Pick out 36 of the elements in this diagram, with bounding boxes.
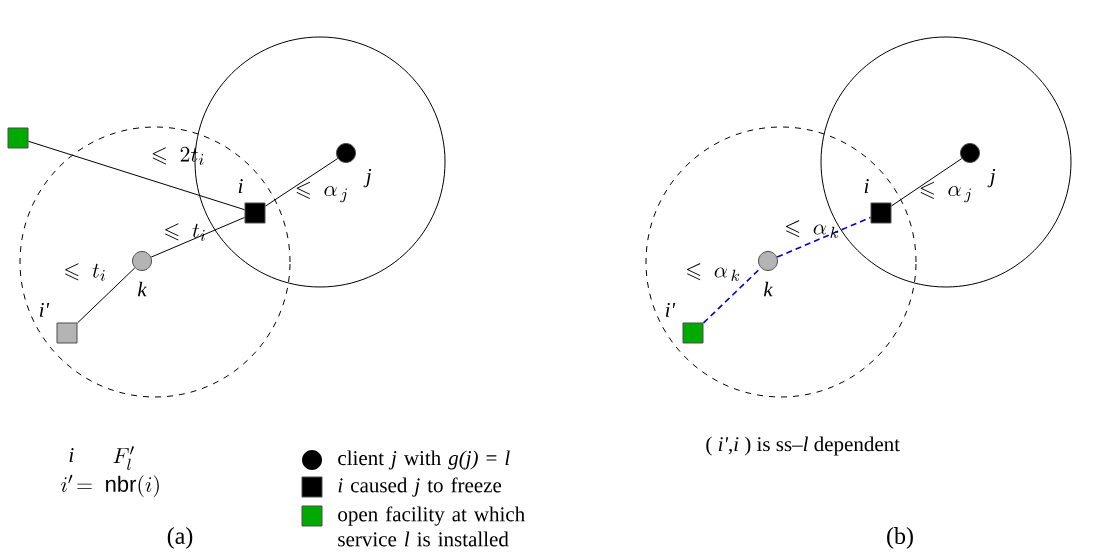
- legend-text: client j with g(j) = l: [338, 450, 510, 470]
- edge-label: $\leqslant\ \alpha_{\,j}$: [296, 181, 347, 203]
- node-label: j: [363, 168, 372, 188]
- connector-line: [776, 216, 872, 258]
- node-label: i: [238, 179, 243, 193]
- connector-line: [702, 267, 762, 324]
- node-label: i: [864, 179, 869, 193]
- facility-square: [7, 127, 29, 149]
- connector-line: [891, 158, 963, 207]
- edge-label: $\leqslant\ \alpha_{\,k}$: [785, 220, 839, 238]
- node-label: i': [39, 302, 50, 317]
- panel-caption: (b): [887, 527, 913, 549]
- node-label: i': [665, 302, 676, 317]
- connector-line: [265, 158, 339, 207]
- text-label: ( i',i ) is ss–l dependent: [706, 436, 900, 456]
- legend-text: open facility at which service l is installed: [338, 506, 525, 547]
- connector-line: [150, 216, 245, 258]
- node-label: j: [987, 168, 996, 188]
- panel-caption: (a): [167, 527, 193, 549]
- node-label: k: [137, 281, 147, 297]
- edge-label: $\leqslant\ t_i$: [165, 223, 205, 241]
- facility-square: i: [238, 179, 266, 224]
- text-label: i: [69, 448, 74, 462]
- node-label: k: [763, 281, 773, 297]
- connector-line: [28, 140, 245, 211]
- edge-label: $\leqslant\ \alpha_{\,k}$: [686, 263, 740, 281]
- edge-label: $\leqslant\ \alpha_{\,j}$: [920, 181, 971, 203]
- formula-label: $i'\!=\ \textsf{nbr}(i)$: [61, 474, 159, 498]
- edge-label: $\leqslant\ t_i$: [65, 263, 105, 281]
- formula-label: $F'_l$: [113, 446, 134, 470]
- facility-square: i: [864, 179, 892, 224]
- facility-square: i': [39, 302, 78, 344]
- connector-line: [77, 267, 136, 324]
- facility-square: i': [665, 302, 704, 344]
- edge-label: $\leqslant\ 2t_i$: [152, 146, 204, 165]
- legend-text: i caused j to freeze: [338, 477, 502, 497]
